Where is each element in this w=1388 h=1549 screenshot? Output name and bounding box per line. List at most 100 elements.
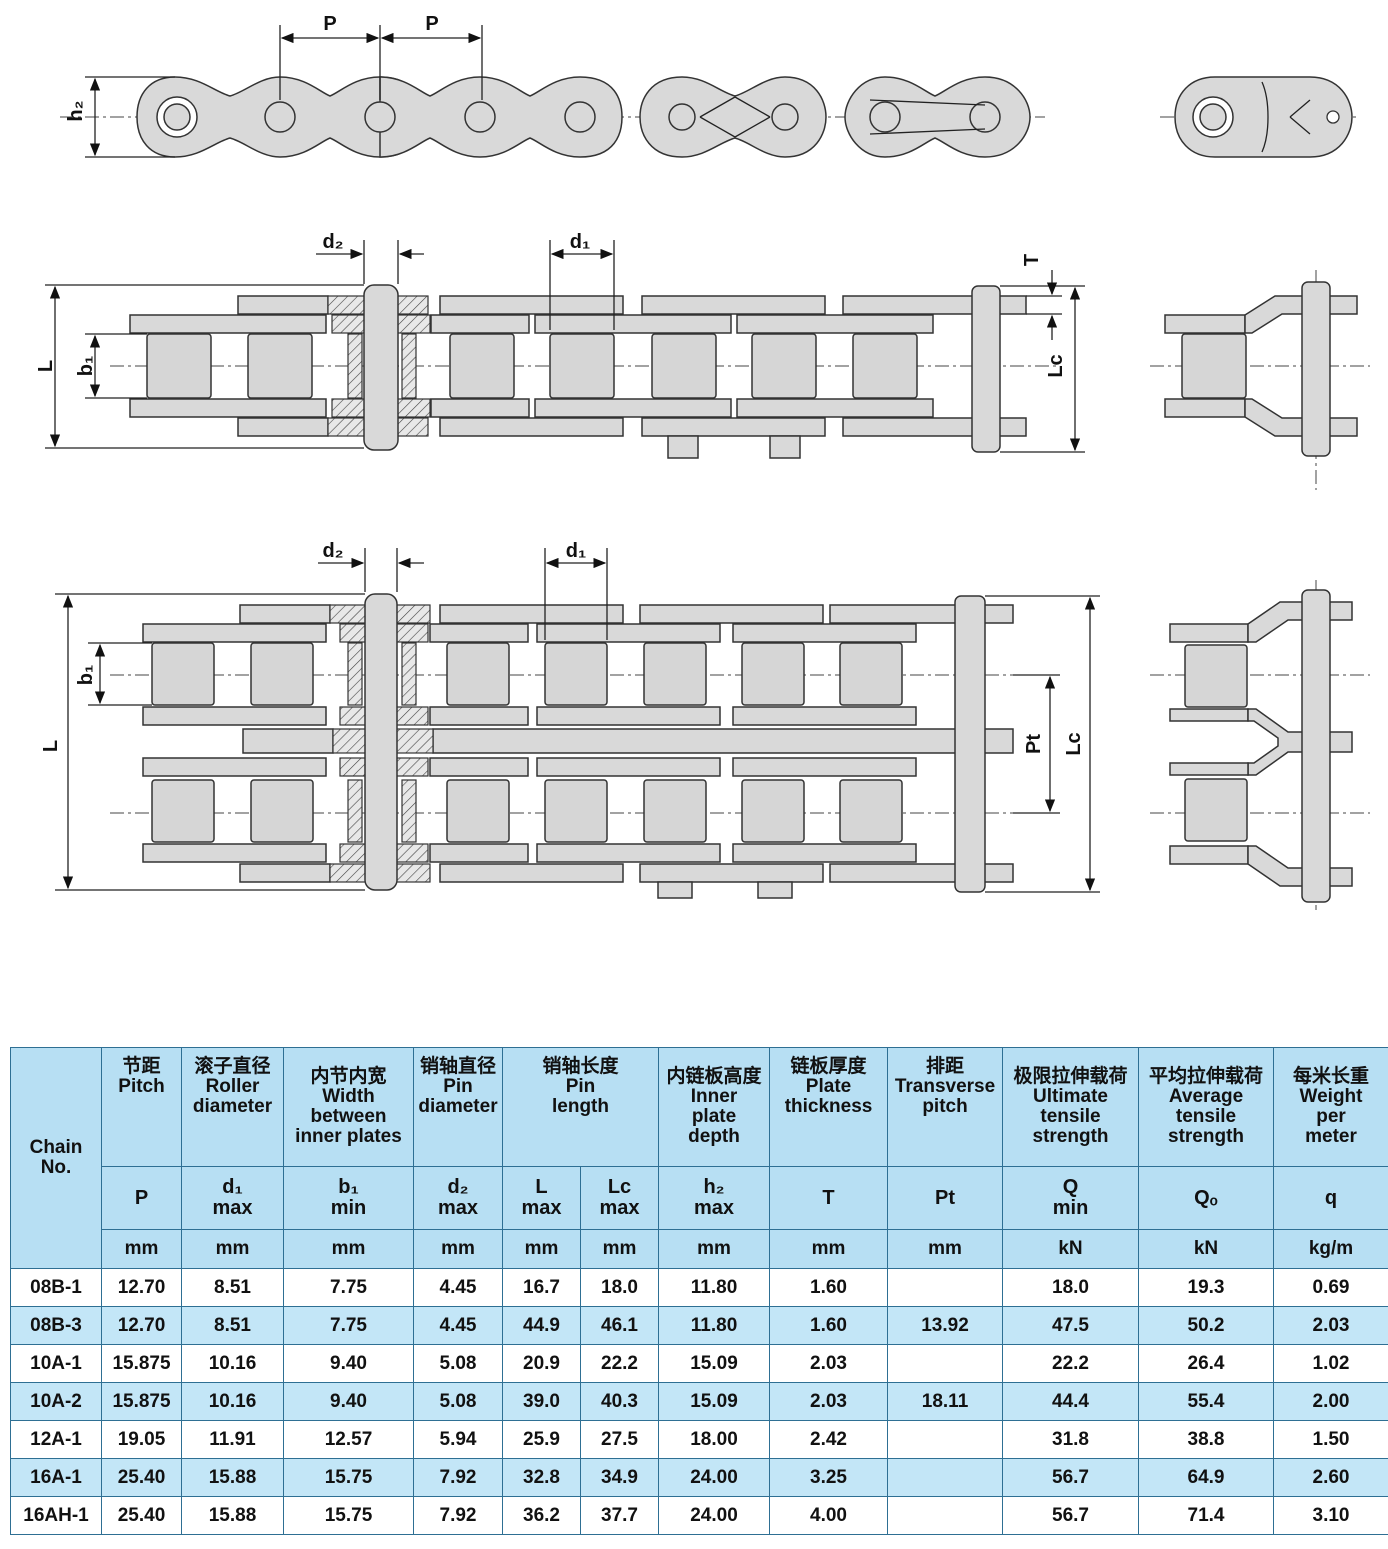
table-cell: 50.2 — [1138, 1306, 1275, 1345]
table-cell: 2.42 — [769, 1420, 889, 1459]
table-cell: 9.40 — [283, 1382, 414, 1421]
table-cell: 18.0 — [1002, 1268, 1140, 1307]
header-row-units: mm mm mm mm mm mm mm mm mm kN kN kg/m — [10, 1229, 1388, 1269]
table-cell: 10.16 — [181, 1382, 284, 1421]
table-cell: 5.08 — [413, 1344, 503, 1383]
table-cell — [887, 1344, 1004, 1383]
chain-no-cell: 08B-3 — [10, 1306, 102, 1345]
table-cell: 15.875 — [101, 1382, 182, 1421]
table-cell: 2.03 — [769, 1344, 889, 1383]
d1-label-1: d₁ — [570, 231, 591, 253]
multiplex-end-view — [1150, 580, 1370, 910]
chain-no-cell: 08B-1 — [10, 1268, 102, 1307]
table-cell: 25.9 — [502, 1420, 581, 1459]
b1-label-1: b₁ — [75, 356, 97, 377]
side-end-view — [1160, 76, 1360, 158]
table-cell: 15.875 — [101, 1344, 182, 1383]
table-cell: 15.09 — [658, 1382, 771, 1421]
table-cell: 15.88 — [181, 1458, 284, 1497]
table-cell: 1.02 — [1273, 1344, 1388, 1383]
unit-cell: mm — [181, 1229, 284, 1269]
table-cell: 7.75 — [283, 1306, 414, 1345]
table-cell: 38.8 — [1138, 1420, 1275, 1459]
h2-label: h₂ — [65, 100, 87, 121]
table-cell: 26.4 — [1138, 1344, 1275, 1383]
table-cell: 2.03 — [769, 1382, 889, 1421]
table-cell: 3.10 — [1273, 1496, 1388, 1535]
table-cell: 15.88 — [181, 1496, 284, 1535]
unit-cell: mm — [101, 1229, 182, 1269]
table-cell: 9.40 — [283, 1344, 414, 1383]
table-cell: 27.5 — [579, 1420, 660, 1459]
table-cell: 4.00 — [769, 1496, 889, 1535]
table-cell — [887, 1268, 1004, 1307]
chain-no-line-1: Chain — [29, 1137, 83, 1159]
table-cell: 11.80 — [658, 1268, 771, 1307]
table-cell: 7.92 — [413, 1458, 503, 1497]
table-cell: 31.8 — [1002, 1420, 1140, 1459]
table-cell: 2.03 — [1273, 1306, 1388, 1345]
table-cell: 4.45 — [413, 1306, 503, 1345]
table-cell: 5.94 — [413, 1420, 503, 1459]
unit-cell: mm — [413, 1229, 503, 1269]
table-cell: 56.7 — [1002, 1458, 1140, 1497]
table-cell — [887, 1458, 1004, 1497]
table-cell: 64.9 — [1138, 1458, 1275, 1497]
chain-no-cell: 10A-1 — [10, 1344, 102, 1383]
table-cell: 1.50 — [1273, 1420, 1388, 1459]
sym-T: T — [769, 1166, 889, 1230]
unit-cell: mm — [283, 1229, 414, 1269]
table-cell — [887, 1420, 1004, 1459]
table-cell: 15.09 — [658, 1344, 771, 1383]
table-cell: 15.75 — [283, 1496, 414, 1535]
table-cell: 37.7 — [579, 1496, 660, 1535]
table-cell: 25.40 — [101, 1496, 182, 1535]
pitch-label-2: P — [425, 13, 438, 35]
table-cell: 8.51 — [181, 1306, 284, 1345]
table-cell: 11.80 — [658, 1306, 771, 1345]
table-cell: 11.91 — [181, 1420, 284, 1459]
table-cell: 15.75 — [283, 1458, 414, 1497]
Lc-label-2: Lc — [1063, 732, 1085, 755]
table-cell: 1.60 — [769, 1268, 889, 1307]
chain-no-cell: 16A-1 — [10, 1458, 102, 1497]
Pt-label: Pt — [1023, 734, 1045, 754]
Lc-label-1: Lc — [1045, 354, 1067, 377]
table-cell: 44.9 — [502, 1306, 581, 1345]
unit-cell: mm — [579, 1229, 660, 1269]
chain-no-line-2: No. — [40, 1157, 72, 1178]
table-cell: 0.69 — [1273, 1268, 1388, 1307]
sym-P: P — [101, 1166, 182, 1230]
side-view: P P h₂ — [60, 13, 1045, 158]
unit-cell: mm — [502, 1229, 581, 1269]
table-cell: 16.7 — [502, 1268, 581, 1307]
table-cell: 34.9 — [579, 1458, 660, 1497]
sym-Pt: Pt — [887, 1166, 1004, 1230]
table-cell: 7.92 — [413, 1496, 503, 1535]
simplex-end-view — [1150, 270, 1370, 490]
d2-label-1: d₂ — [322, 231, 343, 253]
table-cell: 2.60 — [1273, 1458, 1388, 1497]
table-cell: 55.4 — [1138, 1382, 1275, 1421]
sym-Qo: Qₒ — [1138, 1166, 1275, 1230]
table-cell: 25.40 — [101, 1458, 182, 1497]
